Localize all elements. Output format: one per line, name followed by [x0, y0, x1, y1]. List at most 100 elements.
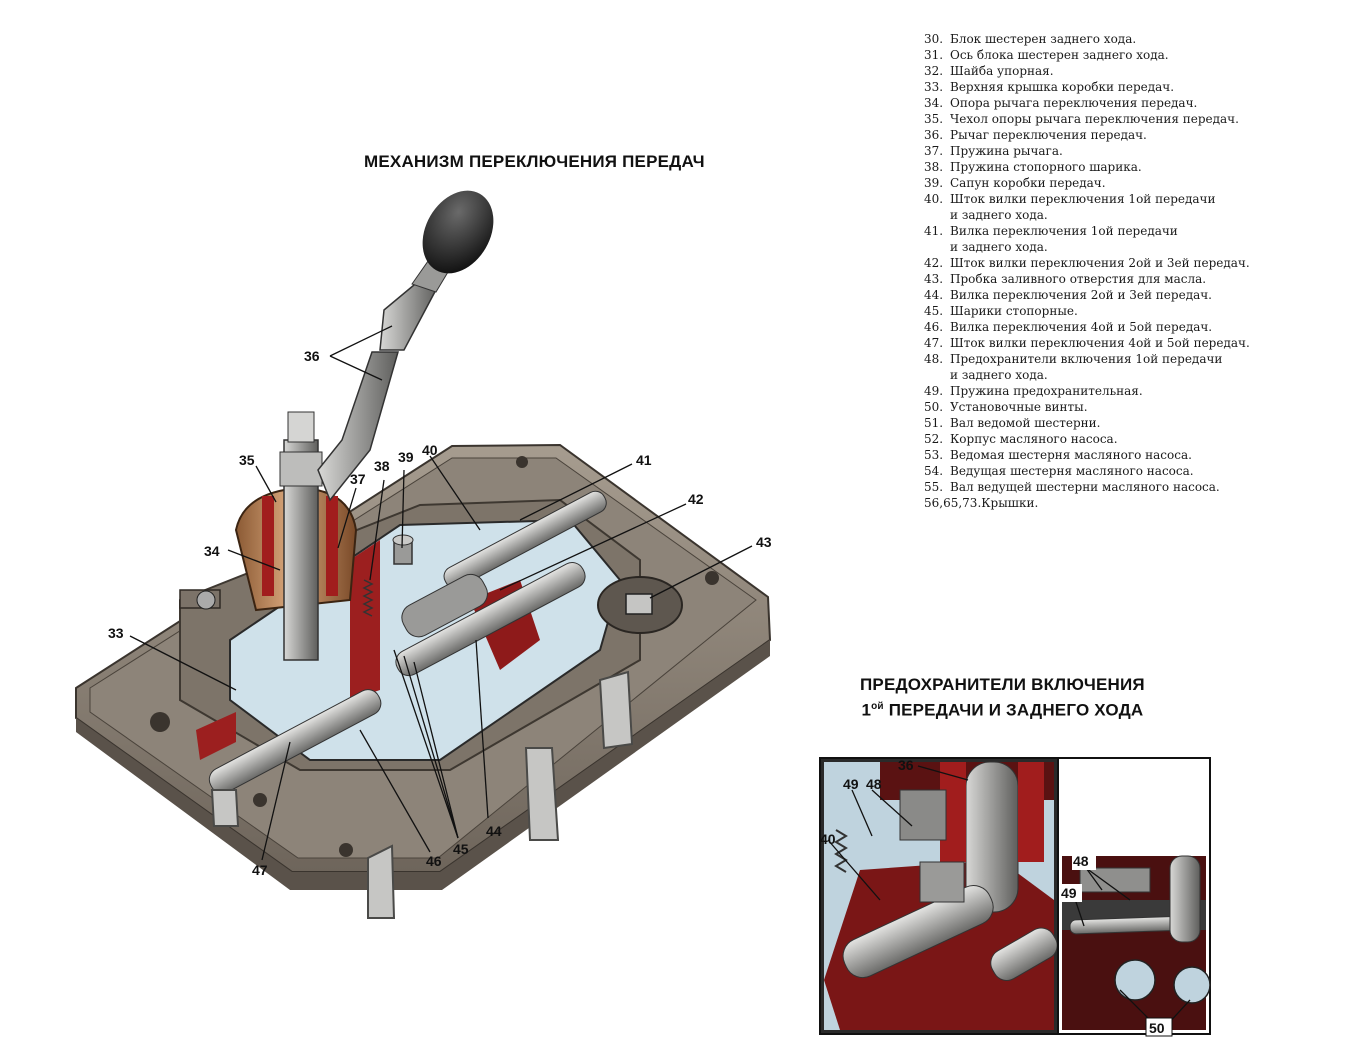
legend-item: 34. Опора рычага переключения передач.	[924, 95, 1250, 111]
legend-item: 42. Шток вилки переключения 2ой и 3ей пер…	[924, 255, 1250, 271]
legend-item: 45.Шарики стопорные.	[924, 303, 1250, 319]
legend-item-text: Пробка заливного отверстия для масла.	[950, 272, 1207, 286]
legend-item-number: 46.	[924, 320, 944, 334]
callout-37: 37	[350, 471, 366, 487]
callout-45: 45	[453, 841, 469, 857]
legend-item-number: 34.	[924, 96, 944, 110]
legend-item: 41. Вилка переключения 1ой передачи	[924, 223, 1250, 239]
legend-item: 46. Вилка переключения 4ой и 5ой передач.	[924, 319, 1250, 335]
legend-item-number: 30.	[924, 32, 944, 46]
legend-item-text: Вилка переключения 4ой и 5ой передач.	[950, 320, 1213, 334]
legend-item-number: 41.	[924, 224, 944, 238]
legend-item-number: 54.	[924, 464, 944, 478]
legend-item-text: Шток вилки переключения 2ой и 3ей переда…	[950, 256, 1250, 270]
legend-item-text: Сапун коробки передач.	[950, 176, 1106, 190]
legend-item: 55.Вал ведущей шестерни масляного насоса…	[924, 479, 1250, 495]
legend-item: 49. Пружина предохранительная.	[924, 383, 1250, 399]
legend-item-number: 36.	[924, 128, 944, 142]
callout-34: 34	[204, 543, 220, 559]
legend-item-text: Вилка переключения 1ой передачи	[950, 224, 1178, 238]
callout-35: 35	[239, 452, 255, 468]
legend-item-number: 50.	[924, 400, 944, 414]
legend-item: 33. Верхняя крышка коробки передач.	[924, 79, 1250, 95]
inset-callout-40: 40	[820, 831, 836, 847]
legend-item: 43. Пробка заливного отверстия для масла.	[924, 271, 1250, 287]
legend-item-number: 37.	[924, 144, 944, 158]
inset-title-line2-pre: 1	[861, 700, 872, 720]
legend-item-number: 33.	[924, 80, 944, 94]
inset-title-line2-sup: ой	[871, 701, 884, 712]
legend-item: 30. Блок шестерен заднего хода.	[924, 31, 1250, 47]
legend-item-number: 47.	[924, 336, 944, 350]
inset-callout-49: 49	[843, 776, 859, 792]
callout-38: 38	[374, 458, 390, 474]
legend-item-text: Пружина предохранительная.	[950, 384, 1143, 398]
inset-cutaway-main	[819, 757, 1059, 1035]
callout-42: 42	[688, 491, 704, 507]
legend-item-continuation: и заднего хода.	[950, 368, 1048, 382]
legend-item-text: Верхняя крышка коробки передач.	[950, 80, 1175, 94]
breather	[392, 534, 414, 565]
inset-callout-48b: 48	[1073, 853, 1089, 869]
shift-rods	[208, 490, 607, 794]
legend-item-number: 39.	[924, 176, 944, 190]
inset-cutaway-detail	[1057, 757, 1211, 1035]
legend-item-text: Установочные винты.	[950, 400, 1088, 414]
legend-item-number: 49.	[924, 384, 944, 398]
legend-item-text: Опора рычага переключения передач.	[950, 96, 1198, 110]
callout-44: 44	[486, 823, 502, 839]
callout-46: 46	[426, 853, 442, 869]
legend-item-number: 45.	[924, 304, 944, 318]
inset-title-line2-post: ПЕРЕДАЧИ И ЗАДНЕГО ХОДА	[883, 700, 1144, 720]
legend-item-continuation: и заднего хода.	[950, 208, 1048, 222]
oil-filler-plug	[597, 576, 683, 634]
legend-item: 48.Предохранители включения 1ой передачи	[924, 351, 1250, 367]
legend-item: 56,65,73.Крышки.	[924, 495, 1250, 511]
inset-callout-48: 48	[866, 776, 882, 792]
legend-item-text: Пружина рычага.	[950, 144, 1063, 158]
legend-item: 50. Установочные винты.	[924, 399, 1250, 415]
legend-item-text: Чехол опоры рычага переключения передач.	[950, 112, 1239, 126]
legend-item-continuation: и заднего хода.	[950, 240, 1048, 254]
legend-item: 31.Ось блока шестерен заднего хода.	[924, 47, 1250, 63]
legend-item: 52.Корпус масляного насоса.	[924, 431, 1250, 447]
legend-item-number: 42.	[924, 256, 944, 270]
inset-callout-49b-bg	[1060, 884, 1082, 902]
legend-item-number: 32.	[924, 64, 944, 78]
legend-item-number: 35.	[924, 112, 944, 126]
legend-item: 47. Шток вилки переключения 4ой и 5ой пер…	[924, 335, 1250, 351]
callout-39: 39	[398, 449, 414, 465]
inset-callout-49b: 49	[1061, 885, 1077, 901]
legend-item-text: Рычаг переключения передач.	[950, 128, 1147, 142]
inset-title: ПРЕДОХРАНИТЕЛИ ВКЛЮЧЕНИЯ 1ой ПЕРЕДАЧИ И …	[860, 674, 1145, 722]
legend-item: 40.Шток вилки переключения 1ой передачи	[924, 191, 1250, 207]
legend-item-number: 56,65,73.	[924, 496, 982, 510]
legend-item: 54.Ведущая шестерня масляного насоса.	[924, 463, 1250, 479]
legend-item-number: 40.	[924, 192, 944, 206]
callout-40: 40	[422, 442, 438, 458]
callout-43: 43	[756, 534, 772, 550]
legend-item-number: 53.	[924, 448, 944, 462]
legend-item-text: Ведомая шестерня масляного насоса.	[950, 448, 1192, 462]
inset-callout-50-box	[1145, 1017, 1173, 1037]
legend-item-text: Предохранители включения 1ой передачи	[950, 352, 1223, 366]
inset-callout-50: 50	[1149, 1020, 1165, 1036]
legend-item: 39. Сапун коробки передач.	[924, 175, 1250, 191]
legend-item-number: 51.	[924, 416, 944, 430]
legend-item-text: Корпус масляного насоса.	[950, 432, 1118, 446]
side-bolt	[179, 589, 221, 610]
legend-item: 38.Пружина стопорного шарика.	[924, 159, 1250, 175]
legend-item-number: 31.	[924, 48, 944, 62]
legend-item-text: Блок шестерен заднего хода.	[950, 32, 1137, 46]
legend-item-text: Вал ведомой шестерни.	[950, 416, 1101, 430]
legend-item: 36. Рычаг переключения передач.	[924, 127, 1250, 143]
parts-legend: 30. Блок шестерен заднего хода.31.Ось бло…	[924, 31, 1250, 511]
lever-knob	[422, 190, 494, 274]
legend-item: 44.Вилка переключения 2ой и 3ей передач.	[924, 287, 1250, 303]
legend-item-text: Крышки.	[981, 496, 1039, 510]
legend-item: 51. Вал ведомой шестерни.	[924, 415, 1250, 431]
legend-item-text: Шток вилки переключения 4ой и 5ой переда…	[950, 336, 1250, 350]
legend-item: 53. Ведомая шестерня масляного насоса.	[924, 447, 1250, 463]
legend-item-number: 43.	[924, 272, 944, 286]
